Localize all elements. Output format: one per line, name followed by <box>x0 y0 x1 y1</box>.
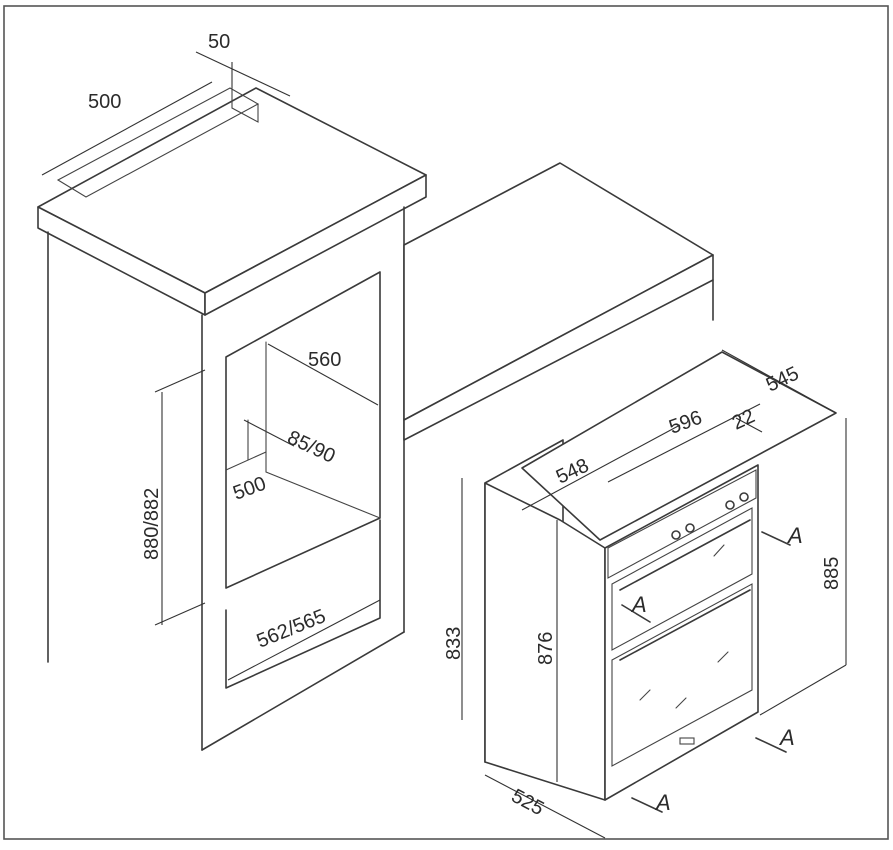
dim-top-width: 500 <box>88 91 121 113</box>
airflow-label: A <box>630 592 647 617</box>
diagram-frame <box>3 5 889 840</box>
airflow-label: A <box>786 523 803 548</box>
lower-door <box>611 583 753 767</box>
airflow-arrow-icon <box>761 531 791 546</box>
upper-handle <box>619 519 751 591</box>
airflow-arrow-icon <box>631 797 663 813</box>
lower-handle <box>619 589 751 661</box>
dim-oven-total-height: 885 <box>821 557 843 590</box>
knob-icon[interactable] <box>671 530 681 540</box>
airflow-labels: A A A A <box>630 523 803 815</box>
airflow-arrow-icon <box>755 737 787 753</box>
airflow-arrows <box>621 531 791 813</box>
knob-icon[interactable] <box>725 500 735 510</box>
airflow-label: A <box>778 725 795 750</box>
knob-icon[interactable] <box>739 492 749 502</box>
airflow-label: A <box>654 790 671 815</box>
cabinet <box>37 87 427 751</box>
rear-counter <box>403 162 714 441</box>
dim-niche-width: 560 <box>308 349 341 371</box>
dimension-lines <box>41 51 847 839</box>
dim-oven-body-height: 833 <box>443 627 465 660</box>
knob-icon[interactable] <box>685 523 695 533</box>
countertop-top <box>37 87 427 294</box>
control-panel <box>607 469 757 579</box>
oven-niche <box>225 271 381 589</box>
oven-front <box>604 464 759 801</box>
countertop-side <box>204 174 427 316</box>
dim-slot-depth: 50 <box>208 31 230 53</box>
dim-niche-height: 880/882 <box>141 488 163 560</box>
airflow-arrow-icon <box>621 604 651 623</box>
upper-door <box>611 507 753 651</box>
dim-oven-front-height: 876 <box>535 632 557 665</box>
